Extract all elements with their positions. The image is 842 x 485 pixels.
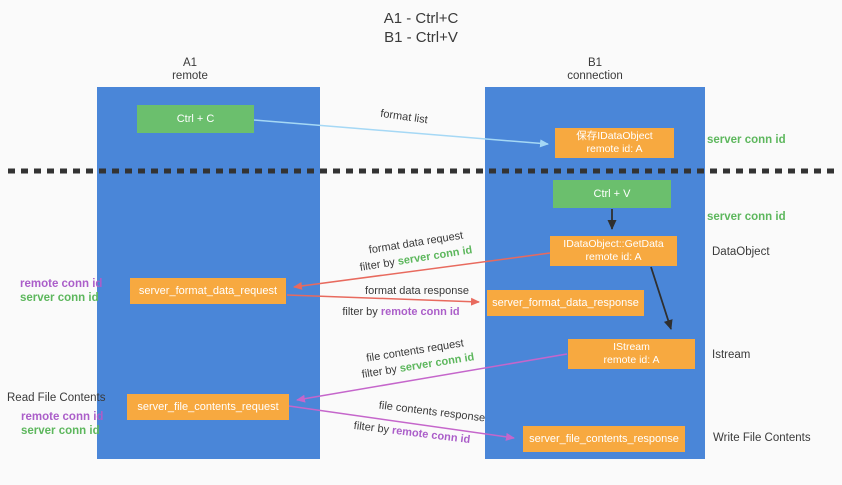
diagram-title: A1 - Ctrl+C B1 - Ctrl+V	[0, 9, 842, 47]
node-save-idataobject: 保存IDataObject remote id: A	[555, 128, 674, 158]
node-ctrl-c: Ctrl + C	[137, 105, 254, 133]
label-format-data-response: format data response	[365, 285, 469, 297]
filter-by-value: remote conn id	[391, 424, 471, 447]
annotation-write-file-contents: Write File Contents	[713, 432, 811, 444]
annotation-left-bottom-remote: remote conn id	[21, 411, 104, 423]
annotation-left-mid-remote: remote conn id	[20, 278, 103, 290]
node-ctrl-v: Ctrl + V	[553, 180, 671, 208]
column-header-b1: B1 connection	[485, 57, 705, 83]
node-idataobject-getdata: IDataObject::GetData remote id: A	[550, 236, 677, 266]
node-server-format-data-request-label: server_format_data_request	[138, 284, 278, 297]
annotation-left-bottom-server: server conn id	[21, 425, 100, 437]
node-server-file-contents-request: server_file_contents_request	[127, 394, 289, 420]
annotation-read-file-contents: Read File Contents	[7, 392, 106, 404]
column-b1-subtitle: connection	[567, 70, 623, 82]
node-istream-line1: IStream	[613, 341, 650, 353]
node-server-file-contents-request-label: server_file_contents_request	[137, 400, 279, 413]
title-line-1: A1 - Ctrl+C	[383, 10, 459, 27]
filter-by-prefix: filter by	[342, 306, 378, 318]
node-server-format-data-response-label: server_format_data_response	[492, 296, 639, 309]
annotation-left-mid-server: server conn id	[20, 292, 99, 304]
node-server-format-data-response: server_format_data_response	[487, 290, 644, 316]
annotation-dataobject: DataObject	[712, 246, 770, 258]
column-header-a1: A1 remote	[80, 57, 300, 83]
filter-by-prefix: filter by	[360, 363, 398, 381]
column-b1-name: B1	[587, 57, 603, 69]
node-server-file-contents-response: server_file_contents_response	[523, 426, 685, 452]
annotation-left-bottom: remote conn id server conn id	[21, 410, 103, 438]
filter-by-prefix: filter by	[358, 256, 396, 274]
node-save-idataobject-line2: remote id: A	[586, 143, 643, 155]
node-ctrl-v-label: Ctrl + V	[593, 187, 631, 200]
node-istream-line2: remote id: A	[603, 354, 660, 366]
annotation-server-conn-id-mid: server conn id	[707, 211, 786, 223]
node-server-format-data-request: server_format_data_request	[130, 278, 286, 304]
node-server-file-contents-response-label: server_file_contents_response	[529, 432, 679, 445]
node-save-idataobject-line1: 保存IDataObject	[576, 130, 653, 142]
node-idataobject-getdata-line1: IDataObject::GetData	[563, 238, 664, 250]
column-a1-name: A1	[182, 57, 198, 69]
node-istream: IStream remote id: A	[568, 339, 695, 369]
label-file-contents-response: file contents response	[378, 399, 486, 425]
label-format-list: format list	[379, 107, 429, 127]
annotation-istream: Istream	[712, 349, 751, 361]
node-ctrl-c-label: Ctrl + C	[176, 112, 215, 125]
title-line-2: B1 - Ctrl+V	[384, 29, 458, 46]
filter-by-value: remote conn id	[380, 306, 460, 318]
annotation-left-mid: remote conn id server conn id	[20, 277, 102, 305]
filter-by-prefix: filter by	[353, 419, 390, 437]
node-idataobject-getdata-line2: remote id: A	[585, 251, 642, 263]
column-a1-subtitle: remote	[172, 70, 208, 82]
annotation-server-conn-id-top: server conn id	[707, 134, 786, 146]
